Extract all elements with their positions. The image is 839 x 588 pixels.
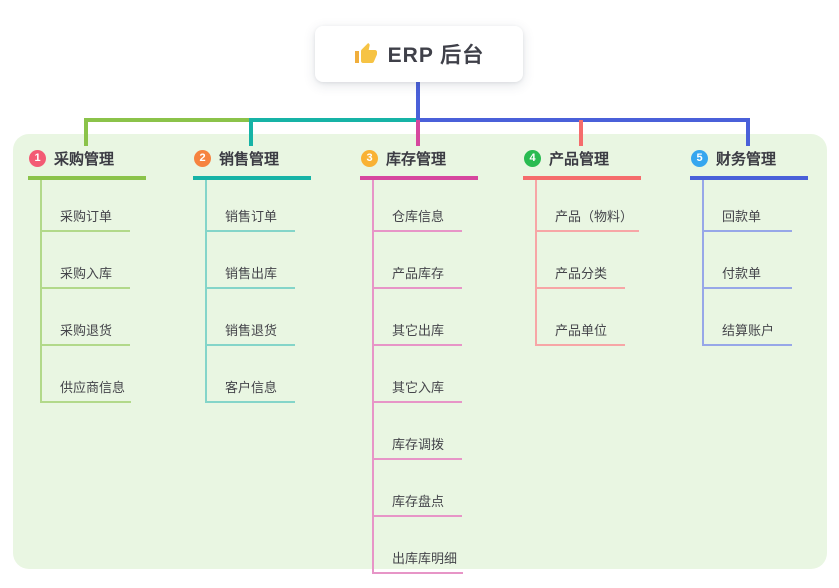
- child-node[interactable]: 结算账户: [704, 289, 792, 346]
- branch-children: 采购订单 采购入库 采购退货 供应商信息: [40, 180, 146, 403]
- child-node[interactable]: 销售退货: [207, 289, 295, 346]
- child-node-label: 其它出库: [392, 323, 445, 338]
- child-node[interactable]: 供应商信息: [42, 346, 132, 403]
- child-node[interactable]: 付款单: [704, 232, 792, 289]
- child-node[interactable]: 产品（物料）: [537, 180, 640, 232]
- branch-title-node[interactable]: 1 采购管理: [28, 148, 146, 180]
- child-node-label: 库存调拨: [392, 437, 445, 452]
- child-node-label: 产品单位: [555, 323, 608, 338]
- child-node-label: 产品（物料）: [555, 209, 634, 224]
- child-node[interactable]: 其它入库: [374, 346, 462, 403]
- child-node-label: 采购退货: [60, 323, 113, 338]
- child-node[interactable]: 出库库明细: [374, 517, 464, 574]
- child-node[interactable]: 库存盘点: [374, 460, 462, 517]
- bus-segment-green: [84, 118, 249, 122]
- branch-drop-connector: [416, 120, 420, 146]
- branch-title-label: 库存管理: [386, 151, 447, 168]
- branch-title-label: 产品管理: [549, 151, 610, 168]
- child-node[interactable]: 销售出库: [207, 232, 295, 289]
- branch-4: 4 产品管理 产品（物料） 产品分类 产品单位: [523, 148, 641, 346]
- child-node-label: 供应商信息: [60, 380, 126, 395]
- branch-number-badge: 5: [691, 150, 708, 167]
- child-node[interactable]: 产品单位: [537, 289, 625, 346]
- child-node-label: 采购入库: [60, 266, 113, 281]
- branch-drop-connector: [84, 120, 88, 146]
- child-node[interactable]: 回款单: [704, 180, 792, 232]
- branch-number-badge: 4: [524, 150, 541, 167]
- child-node[interactable]: 客户信息: [207, 346, 295, 403]
- child-node[interactable]: 采购退货: [42, 289, 130, 346]
- branch-5: 5 财务管理 回款单 付款单 结算账户: [690, 148, 808, 346]
- branch-title-node[interactable]: 2 销售管理: [193, 148, 311, 180]
- branch-title-node[interactable]: 4 产品管理: [523, 148, 641, 180]
- branch-1: 1 采购管理 采购订单 采购入库 采购退货 供应商信息: [28, 148, 146, 403]
- thumbs-up-icon: [354, 43, 377, 63]
- branch-title-node[interactable]: 5 财务管理: [690, 148, 808, 180]
- child-node-label: 回款单: [722, 209, 762, 224]
- child-node-label: 销售出库: [225, 266, 278, 281]
- child-node-label: 仓库信息: [392, 209, 445, 224]
- child-node[interactable]: 库存调拨: [374, 403, 462, 460]
- child-node-label: 销售订单: [225, 209, 278, 224]
- trunk-connector: [416, 82, 420, 118]
- child-node[interactable]: 产品库存: [374, 232, 462, 289]
- child-node-label: 销售退货: [225, 323, 278, 338]
- branch-number-badge: 3: [361, 150, 378, 167]
- bus-segment-teal: [249, 118, 416, 122]
- child-node[interactable]: 销售订单: [207, 180, 295, 232]
- child-node-label: 付款单: [722, 266, 762, 281]
- child-node[interactable]: 采购入库: [42, 232, 130, 289]
- child-node[interactable]: 其它出库: [374, 289, 462, 346]
- branch-title-label: 财务管理: [716, 151, 777, 168]
- bus-segment-blue: [416, 118, 750, 122]
- branch-children: 仓库信息 产品库存 其它出库 其它入库 库存调拨 库存盘点 出库库明细: [372, 180, 478, 574]
- child-node-label: 产品分类: [555, 266, 608, 281]
- branch-children: 回款单 付款单 结算账户: [702, 180, 808, 346]
- branch-2: 2 销售管理 销售订单 销售出库 销售退货 客户信息: [193, 148, 311, 403]
- child-node[interactable]: 产品分类: [537, 232, 625, 289]
- child-node-label: 出库库明细: [392, 551, 458, 566]
- branches-panel: [13, 134, 827, 569]
- branch-children: 产品（物料） 产品分类 产品单位: [535, 180, 641, 346]
- branch-title-label: 销售管理: [219, 151, 280, 168]
- child-node-label: 客户信息: [225, 380, 278, 395]
- root-node[interactable]: ERP 后台: [315, 26, 523, 82]
- child-node[interactable]: 采购订单: [42, 180, 130, 232]
- child-node-label: 采购订单: [60, 209, 113, 224]
- branch-children: 销售订单 销售出库 销售退货 客户信息: [205, 180, 311, 403]
- child-node-label: 其它入库: [392, 380, 445, 395]
- child-node-label: 库存盘点: [392, 494, 445, 509]
- child-node-label: 产品库存: [392, 266, 445, 281]
- branch-drop-connector: [249, 120, 253, 146]
- branch-number-badge: 1: [29, 150, 46, 167]
- root-node-label: ERP 后台: [387, 44, 485, 67]
- child-node-label: 结算账户: [722, 323, 775, 338]
- branch-3: 3 库存管理 仓库信息 产品库存 其它出库 其它入库 库存调拨 库存盘点 出库库…: [360, 148, 478, 574]
- branch-title-label: 采购管理: [54, 151, 115, 168]
- branch-number-badge: 2: [194, 150, 211, 167]
- branch-drop-connector: [579, 120, 583, 146]
- branch-drop-connector: [746, 120, 750, 146]
- branch-title-node[interactable]: 3 库存管理: [360, 148, 478, 180]
- child-node[interactable]: 仓库信息: [374, 180, 462, 232]
